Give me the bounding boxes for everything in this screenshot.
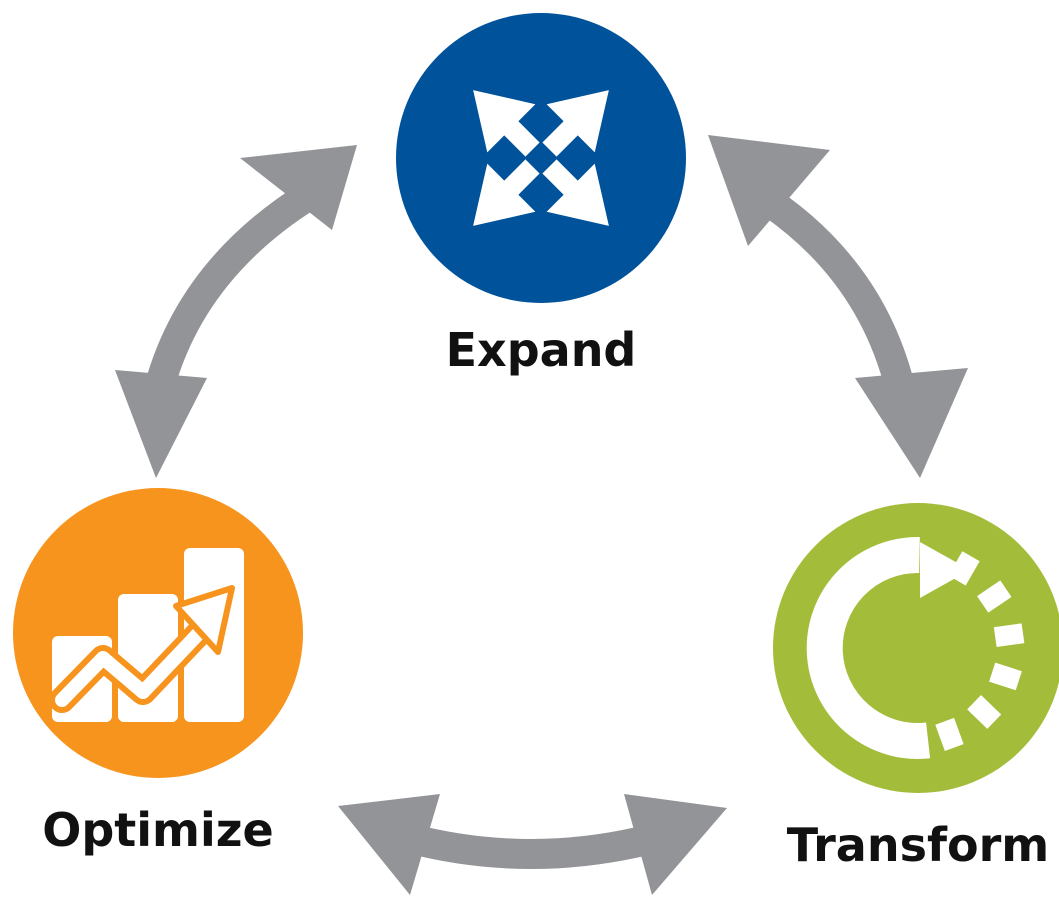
transform-label: Transform xyxy=(787,818,1049,872)
arrow-expand-optimize-head-bottom xyxy=(115,370,207,478)
expand-arrows-icon xyxy=(473,90,609,226)
arrow-optimize-transform xyxy=(338,794,727,895)
arrow-expand-transform-head-bottom xyxy=(855,368,968,478)
transform-icon-dash xyxy=(993,623,1025,648)
arrow-expand-transform xyxy=(708,135,968,478)
arrow-expand-optimize xyxy=(115,145,357,478)
expand-circle xyxy=(396,13,686,303)
transform-icon-dash xyxy=(989,662,1022,691)
arrow-optimize-transform-head-left xyxy=(338,794,440,895)
expand-label: Expand xyxy=(446,323,637,377)
transform-icon-dash xyxy=(935,717,964,752)
transform-icon-dash xyxy=(948,551,980,586)
transform-icon-dash xyxy=(977,580,1012,613)
connector-arrows xyxy=(115,135,968,895)
circular-arrow-icon xyxy=(806,536,1025,759)
transform-icon-dash xyxy=(967,694,1002,729)
transform-node: Transform xyxy=(773,503,1059,872)
optimize-label: Optimize xyxy=(42,803,273,857)
arrow-expand-transform-head-top xyxy=(708,135,830,246)
optimize-node: Optimize xyxy=(13,488,303,857)
rising-bar-chart-icon xyxy=(49,548,244,722)
arrow-optimize-transform-head-right xyxy=(624,794,727,895)
arrow-expand-transform-shaft xyxy=(747,180,918,404)
arrow-expand-optimize-head-top xyxy=(240,145,357,230)
expand-node: Expand xyxy=(396,13,686,377)
arrow-optimize-transform-shaft xyxy=(404,823,659,869)
